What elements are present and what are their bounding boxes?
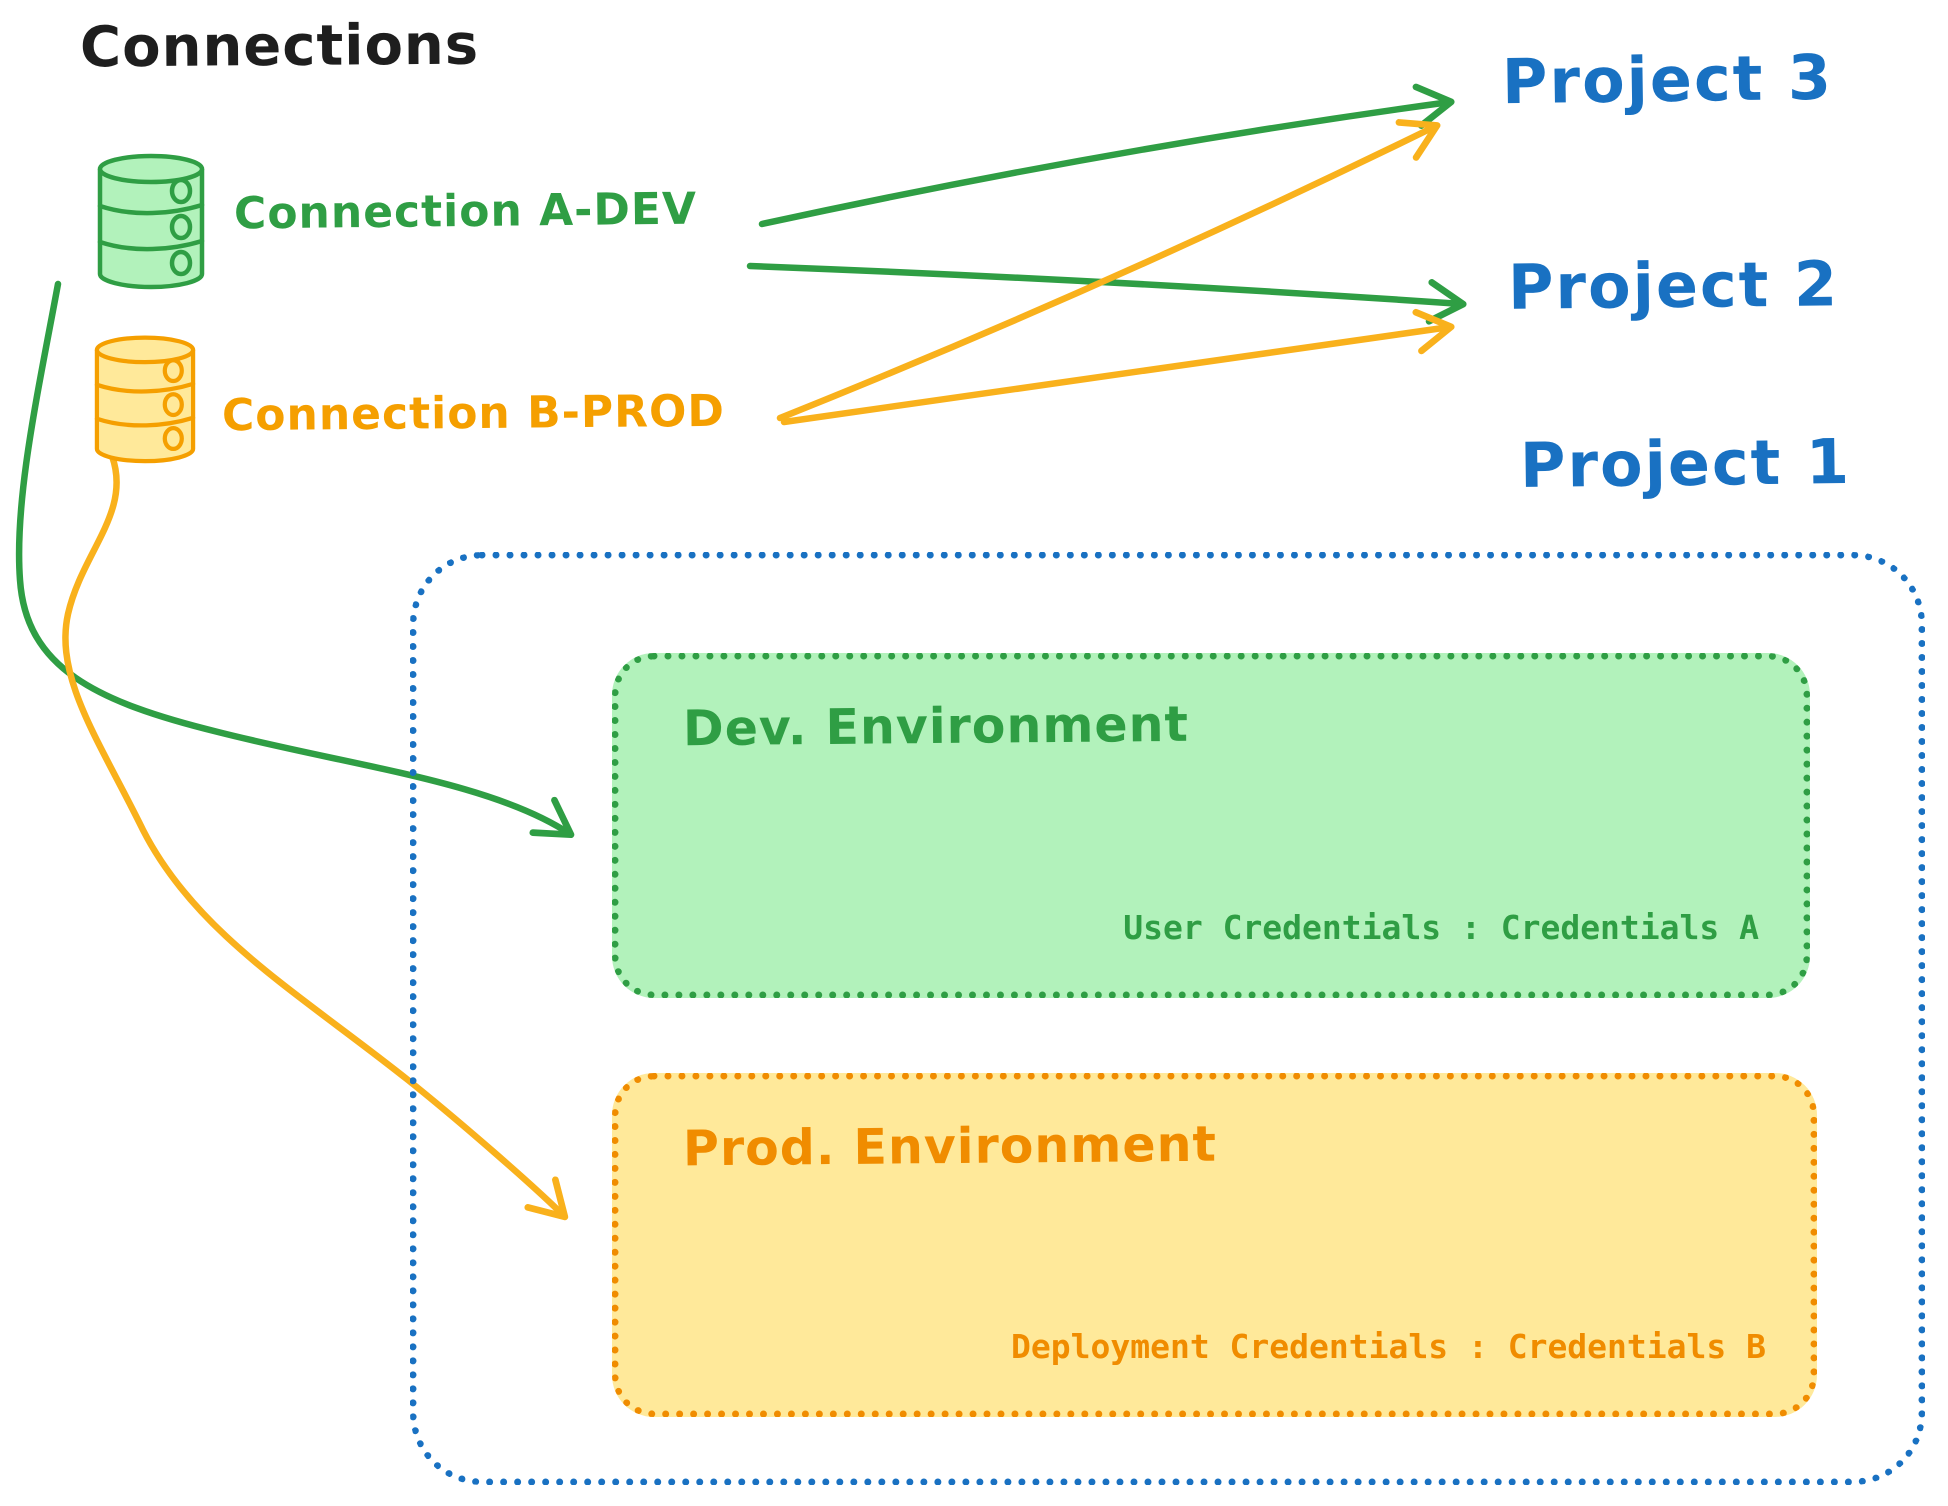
arrow-b-prod-to-project2 xyxy=(780,308,1455,426)
dev-environment-box: Dev. Environment User Credentials : Cred… xyxy=(612,653,1810,998)
project-1-box xyxy=(410,552,1925,1485)
arrow-a-dev-to-dev-environment xyxy=(15,280,575,839)
dev-environment-title: Dev. Environment xyxy=(682,695,1190,758)
arrow-b-prod-to-prod-environment xyxy=(62,452,569,1221)
arrow-b-prod-to-project3 xyxy=(776,119,1441,422)
project-2-label: Project 2 xyxy=(1507,247,1840,324)
database-icon-dev xyxy=(97,153,205,290)
prod-environment-box: Prod. Environment Deployment Credentials… xyxy=(612,1073,1817,1417)
connection-a-dev-label: Connection A-DEV xyxy=(233,183,698,240)
project-3-label: Project 3 xyxy=(1501,40,1834,119)
arrow-a-dev-to-project3 xyxy=(758,83,1455,228)
page-title: Connections xyxy=(79,12,480,81)
prod-environment-title: Prod. Environment xyxy=(682,1115,1218,1178)
prod-environment-credentials: Deployment Credentials : Credentials B xyxy=(1011,1327,1766,1366)
project-1-label: Project 1 xyxy=(1519,424,1852,503)
database-icon-prod xyxy=(94,335,196,464)
arrow-a-dev-to-project2 xyxy=(746,262,1467,325)
dev-environment-credentials: User Credentials : Credentials A xyxy=(1123,908,1759,947)
connection-b-prod-label: Connection B-PROD xyxy=(221,385,726,442)
